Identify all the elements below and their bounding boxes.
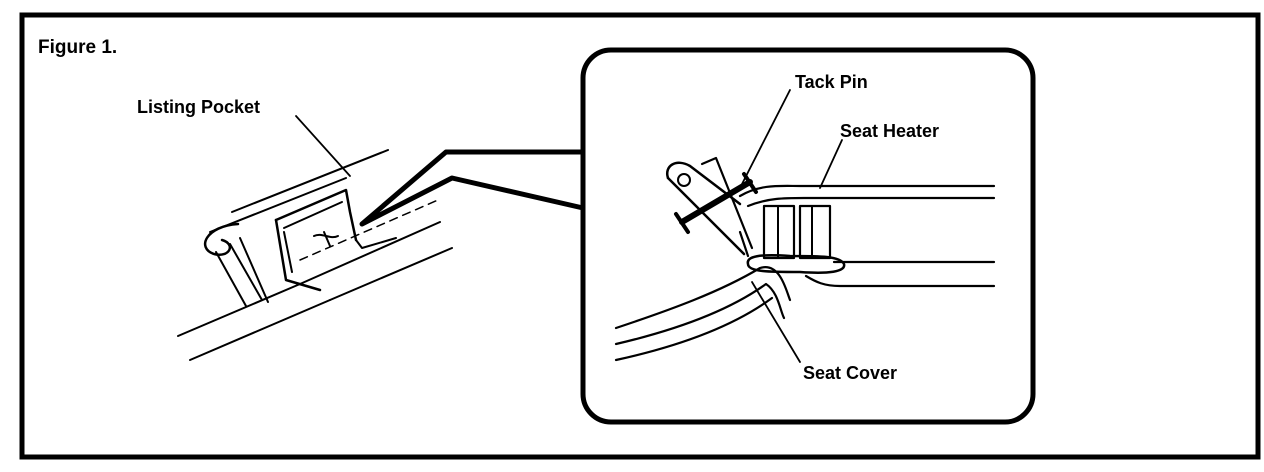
seat-overview-illustration	[177, 115, 453, 361]
seat-cover-label: Seat Cover	[803, 363, 897, 383]
detail-callout-box	[580, 47, 1036, 425]
tack-pin	[674, 172, 758, 234]
figure-title: Figure 1.	[38, 37, 117, 58]
seat-heater-detail-illustration	[614, 89, 996, 363]
seat-heater-label: Seat Heater	[840, 121, 939, 141]
callout-wedge	[359, 149, 586, 227]
tack-pin-label: Tack Pin	[795, 72, 868, 92]
listing-pocket-label: Listing Pocket	[137, 97, 260, 117]
